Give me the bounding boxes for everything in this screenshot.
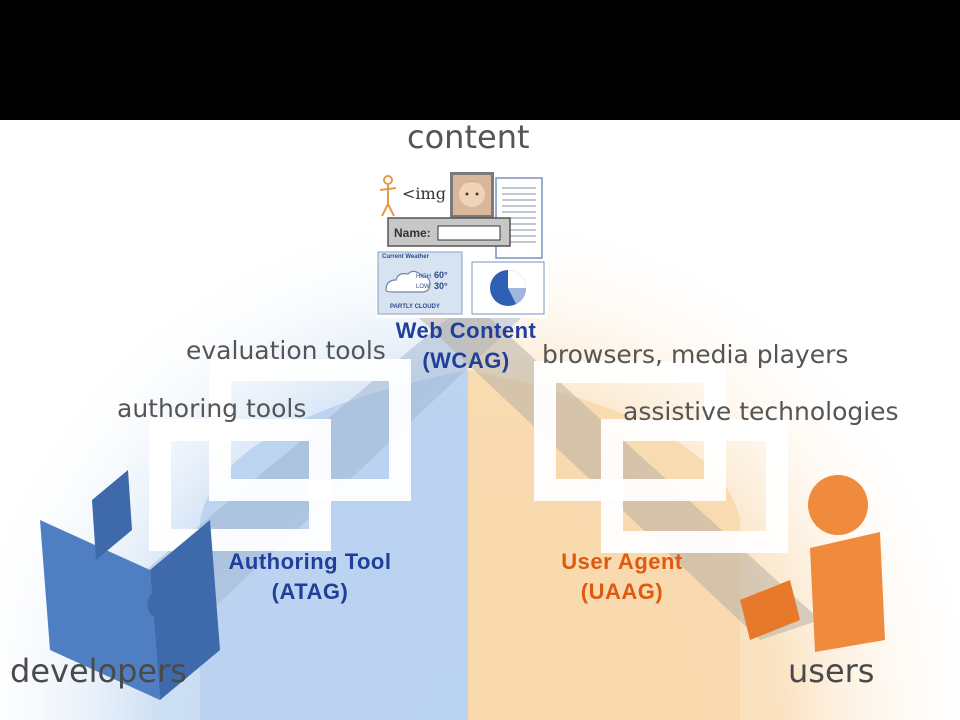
uaag-caption: User Agent (UAAG)	[520, 547, 724, 607]
top-bar	[0, 0, 960, 120]
weather-high-value: 60°	[434, 270, 448, 280]
evaluation-tools-label: evaluation tools	[186, 336, 386, 365]
name-input-box	[437, 225, 501, 241]
browsers-label: browsers, media players	[542, 340, 849, 369]
atag-caption-line1: Authoring Tool	[228, 549, 392, 574]
weather-condition: PARTLY CLOUDY	[390, 304, 440, 310]
developer-hand-icon	[147, 586, 179, 619]
name-field-label: Name:	[394, 226, 431, 240]
uaag-caption-line1: User Agent	[561, 549, 683, 574]
authoring-tools-frame	[149, 419, 331, 551]
weather-high-label: HIGH	[416, 274, 431, 280]
weather-low-value: 30°	[434, 281, 448, 291]
img-tag-text: <img	[402, 184, 446, 203]
content-label: content	[407, 118, 530, 156]
cloud-icon	[385, 270, 431, 293]
atag-caption-line2: (ATAG)	[271, 579, 349, 604]
atag-caption: Authoring Tool (ATAG)	[195, 547, 425, 607]
developer-figure	[40, 470, 220, 700]
content-collage: <img Name: Current Weather HIGH LOW 60° …	[376, 170, 548, 318]
assistive-tech-frame	[601, 419, 788, 553]
uaag-caption-line2: (UAAG)	[580, 579, 664, 604]
authoring-tools-label: authoring tools	[117, 394, 307, 423]
users-label: users	[788, 652, 875, 690]
wcag-caption-line2: (WCAG)	[422, 348, 510, 373]
wcag-caption-line1: Web Content	[395, 318, 537, 343]
weather-title: Current Weather	[382, 254, 429, 260]
user-hand-icon	[740, 580, 800, 640]
weather-low-label: LOW	[416, 284, 430, 290]
user-head-icon	[808, 475, 868, 535]
wcag-caption: Web Content (WCAG)	[360, 316, 572, 376]
assistive-technologies-label: assistive technologies	[623, 397, 899, 426]
user-figure	[740, 475, 885, 652]
dancer-icon	[379, 175, 397, 217]
developers-label: developers	[10, 652, 187, 690]
collage-graphic	[376, 170, 548, 318]
